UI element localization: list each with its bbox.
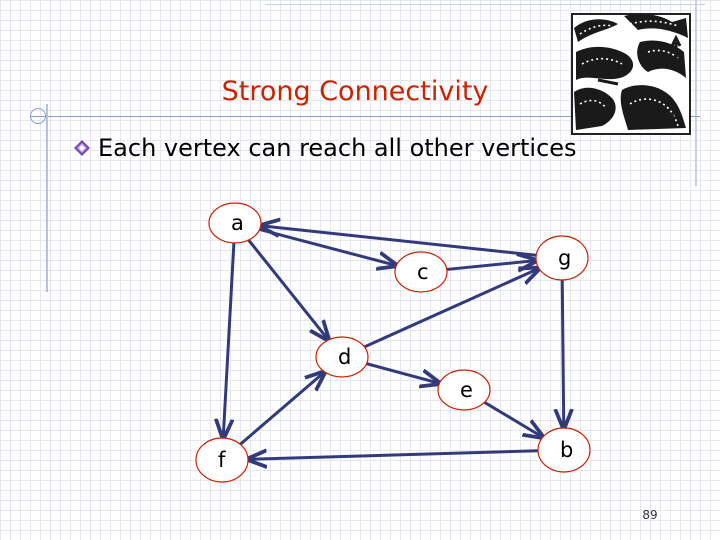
node-label-b: b [560, 438, 573, 462]
node-a: a [208, 202, 262, 244]
node-label-e: e [460, 378, 473, 402]
edge-a-to-c [259, 228, 397, 265]
slide-title: Strong Connectivity [221, 76, 489, 107]
page-number: 89 [642, 508, 658, 522]
diamond-bullet-icon [74, 140, 90, 156]
title-underline [30, 116, 700, 117]
bullet-text: Each vertex can reach all other vertices [98, 134, 577, 162]
edge-b-to-f [248, 451, 539, 459]
left-vertical-rule [46, 104, 48, 292]
node-label-c: c [417, 260, 429, 284]
node-label-a: a [231, 211, 244, 235]
top-rule [265, 4, 705, 5]
node-label-f: f [218, 448, 226, 472]
edge-g-to-a [261, 226, 537, 257]
node-shape-c [394, 251, 448, 293]
node-e: e [437, 369, 491, 411]
node-shape-g [535, 235, 589, 281]
node-g: g [535, 235, 589, 281]
node-shape-e [437, 369, 491, 411]
edge-e-to-b [483, 401, 543, 437]
node-label-g: g [558, 246, 571, 270]
right-vertical-rule [695, 0, 697, 186]
node-c: c [394, 251, 448, 293]
node-shape-a [208, 202, 262, 244]
maze-arrows-icon [571, 13, 691, 135]
edge-g-to-b [562, 279, 564, 428]
edge-a-to-d [247, 239, 329, 340]
node-label-d: d [338, 345, 351, 369]
corner-circle-icon [30, 108, 46, 124]
node-d: d [315, 336, 369, 378]
edge-a-to-f [223, 242, 236, 438]
edge-d-to-g [363, 268, 539, 349]
node-f: f [195, 437, 249, 483]
edge-d-to-e [366, 362, 440, 384]
node-b: b [537, 427, 591, 473]
node-shape-f [195, 437, 249, 483]
node-shape-d [315, 336, 369, 378]
node-shape-b [537, 427, 591, 473]
edge-c-to-g [446, 261, 536, 270]
edge-f-to-d [239, 372, 324, 446]
